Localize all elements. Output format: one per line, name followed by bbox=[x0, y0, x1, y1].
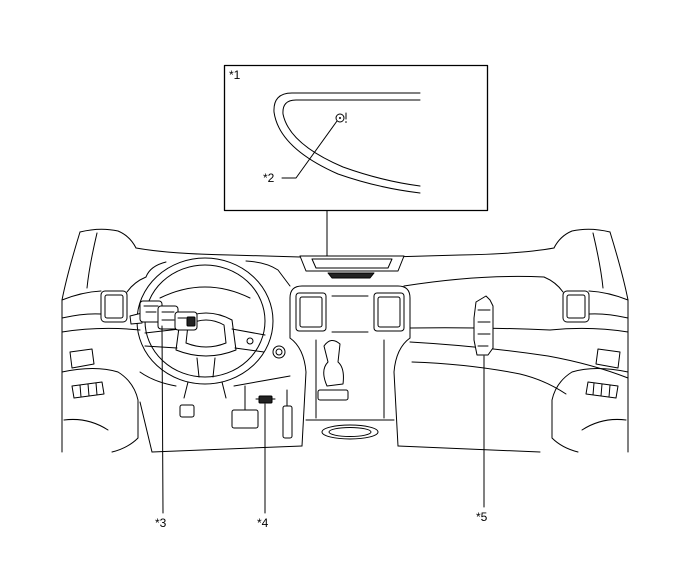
indicator-ring bbox=[335, 113, 345, 123]
inset-detail: *1 *2 bbox=[223, 64, 489, 212]
cluster-hood bbox=[145, 260, 291, 287]
leader-line-2 bbox=[281, 120, 338, 179]
spoke-right bbox=[231, 328, 266, 353]
door-top-trim bbox=[61, 290, 102, 301]
callout-4: *4 bbox=[257, 516, 269, 530]
door-beltline bbox=[61, 313, 102, 319]
glovebox-line bbox=[411, 361, 567, 395]
steering-column-switch bbox=[129, 300, 198, 331]
brake-pedal bbox=[231, 409, 259, 429]
gauge-arc bbox=[159, 286, 251, 299]
center-vent-left bbox=[295, 292, 327, 332]
side-vent-bezel bbox=[100, 290, 128, 323]
passenger-floor bbox=[397, 445, 541, 453]
cupholder-inner bbox=[328, 427, 372, 437]
console-left-side bbox=[289, 337, 307, 447]
windshield-base bbox=[135, 247, 301, 258]
callout-3: *3 bbox=[155, 516, 167, 530]
knee-panel-right bbox=[233, 375, 291, 387]
passenger-side-part bbox=[473, 295, 494, 356]
indicator-dot bbox=[339, 117, 341, 119]
shift-gate bbox=[317, 389, 349, 401]
kick-panel bbox=[139, 401, 153, 453]
windshield-edge-inner bbox=[282, 99, 421, 187]
door-handle bbox=[69, 348, 95, 369]
dead-pedal bbox=[179, 404, 195, 418]
callout-2: *2 bbox=[263, 171, 275, 185]
a-pillar-inner bbox=[86, 232, 98, 289]
inset-label: *1 bbox=[229, 68, 241, 82]
indicator-mark-dot bbox=[345, 121, 347, 123]
dash-top-edge bbox=[126, 276, 147, 293]
spoke-lower bbox=[196, 357, 216, 378]
airbag-cover bbox=[185, 319, 227, 348]
leader-line-3 bbox=[161, 325, 164, 514]
switch-connector bbox=[186, 316, 196, 327]
window-switch bbox=[71, 381, 105, 399]
pedal-area-part bbox=[255, 395, 276, 404]
start-button-inner bbox=[275, 348, 283, 356]
windshield-edge-outer bbox=[273, 92, 421, 194]
center-vent-left-grille bbox=[299, 296, 323, 328]
passenger-dash-lower bbox=[409, 341, 629, 379]
passenger-part-body bbox=[473, 295, 494, 356]
start-button bbox=[272, 345, 286, 359]
steering-column bbox=[183, 381, 227, 399]
accelerator-pedal bbox=[282, 405, 293, 439]
switch-details bbox=[143, 305, 187, 321]
switch-lever bbox=[129, 312, 143, 325]
center-display-screen bbox=[311, 258, 393, 269]
passenger-dash-top bbox=[403, 275, 545, 287]
center-vent-right-grille bbox=[377, 296, 401, 328]
console-right-side bbox=[393, 337, 411, 447]
door-pocket bbox=[63, 419, 109, 431]
door-armrest bbox=[61, 368, 139, 453]
right-cabin-side bbox=[389, 228, 629, 453]
inset-frame bbox=[223, 64, 489, 212]
roof-corner bbox=[79, 228, 137, 249]
shift-knob bbox=[323, 340, 344, 387]
spoke-button bbox=[246, 337, 254, 345]
defroster-vent bbox=[327, 272, 375, 279]
left-cabin-side bbox=[61, 228, 301, 453]
center-stack-frame bbox=[289, 285, 411, 339]
driver-floor bbox=[151, 445, 303, 453]
center-display bbox=[299, 255, 405, 272]
cupholder bbox=[321, 424, 379, 440]
indicator-icon bbox=[335, 112, 347, 123]
pedal-part-body bbox=[258, 395, 273, 404]
passenger-part-details bbox=[477, 309, 491, 347]
side-vent-grille bbox=[104, 294, 124, 319]
center-panel bbox=[331, 295, 369, 333]
knee-panel-left bbox=[139, 371, 177, 387]
callout-5: *5 bbox=[476, 510, 488, 524]
center-vent-right bbox=[373, 292, 405, 332]
dash-crease bbox=[61, 327, 141, 333]
